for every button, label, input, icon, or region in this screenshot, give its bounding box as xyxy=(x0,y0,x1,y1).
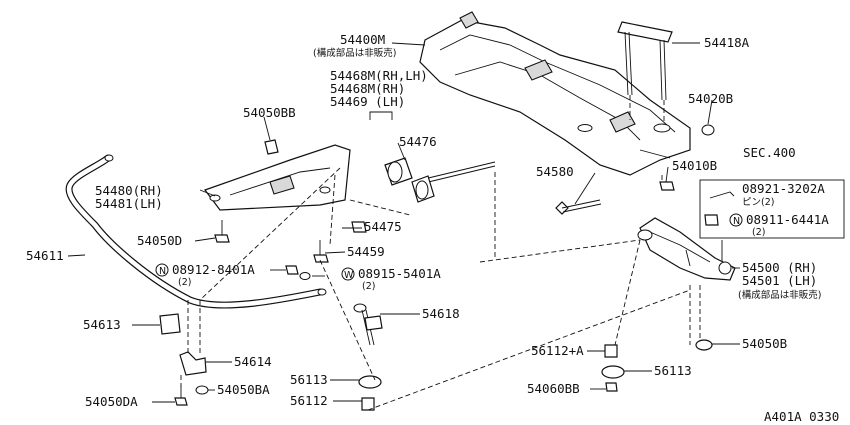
symbol-08911 xyxy=(729,213,743,227)
label-56113-left: 56113 xyxy=(290,372,328,387)
bolt-54050DA xyxy=(174,385,188,406)
collar-56112A xyxy=(604,344,618,358)
label-54050BA: 54050BA xyxy=(217,382,270,397)
label-08912: 08912-8401A xyxy=(172,262,255,277)
label-54468M-rhlh: 54468M(RH,LH) xyxy=(330,68,428,83)
nut-08911 xyxy=(704,214,719,226)
bushing-54050B xyxy=(695,339,713,351)
bolt-54459 xyxy=(313,240,329,263)
label-08911: 08911-6441A xyxy=(746,212,829,227)
label-54060BB: 54060BB xyxy=(527,381,580,396)
symbol-08912 xyxy=(155,263,169,277)
label-54481: 54481(LH) xyxy=(95,196,163,211)
label-54614: 54614 xyxy=(234,354,272,369)
nut-08912 xyxy=(285,265,299,275)
label-08915-sub: (2) xyxy=(362,281,375,292)
label-54613: 54613 xyxy=(83,317,121,332)
nut-54050BA xyxy=(195,385,209,395)
symbol-08912-letter: N xyxy=(159,266,166,277)
bolt-54475 xyxy=(351,221,367,233)
label-54580: 54580 xyxy=(536,164,574,179)
label-54500: 54500 (RH) xyxy=(742,260,817,275)
label-56112: 56112 xyxy=(290,393,328,408)
leader-lines xyxy=(67,42,740,403)
label-54020B: 54020B xyxy=(688,91,733,106)
label-08911-sub: (2) xyxy=(752,227,765,238)
symbol-08915-letter: W xyxy=(344,270,354,281)
note-54400M: (構成部品は非販売) xyxy=(313,47,396,59)
label-08915: 08915-5401A xyxy=(358,266,441,281)
tension-rod xyxy=(369,111,496,203)
symbol-08911-letter: N xyxy=(733,216,740,227)
label-54501: 54501 (LH) xyxy=(742,273,817,288)
label-54459: 54459 xyxy=(347,244,385,259)
label-54611: 54611 xyxy=(26,248,64,263)
label-54476: 54476 xyxy=(399,134,437,149)
label-54480: 54480(RH) xyxy=(95,183,163,198)
bracket-54480 xyxy=(204,144,351,211)
washer-08915 xyxy=(299,272,311,280)
lower-arm xyxy=(637,217,736,281)
bolt-54580 xyxy=(555,199,602,215)
label-sec400: SEC.400 xyxy=(743,145,796,160)
washer-54020B xyxy=(701,124,715,136)
bushing-56113-right xyxy=(601,365,625,379)
label-08912-sub: (2) xyxy=(178,277,191,288)
symbol-08915 xyxy=(341,267,355,281)
bushing-54050BB xyxy=(264,139,279,155)
clamp-54614 xyxy=(179,351,207,376)
nut-54010B xyxy=(659,181,675,191)
label-54618: 54618 xyxy=(422,306,460,321)
figure-reference: A401A 0330 xyxy=(764,409,839,424)
collar-56112 xyxy=(361,397,375,411)
label-54400M: 54400M xyxy=(340,32,385,47)
pin-08921 xyxy=(709,191,735,199)
stabilizer-bar xyxy=(65,154,327,309)
bushing-54613 xyxy=(159,313,181,335)
label-54418A: 54418A xyxy=(704,35,750,50)
suspension-member xyxy=(419,11,691,176)
label-54050B: 54050B xyxy=(742,336,787,351)
bolt-54050D xyxy=(214,220,230,243)
label-54468M-rh: 54468M(RH) xyxy=(330,81,405,96)
label-54050D: 54050D xyxy=(137,233,182,248)
label-54050DA: 54050DA xyxy=(85,394,138,409)
stabilizer-link xyxy=(353,303,383,346)
reference-lines xyxy=(180,167,701,411)
label-54010B: 54010B xyxy=(672,158,717,173)
note-54501: (構成部品は非販売) xyxy=(738,289,821,301)
label-08921: 08921-3202A xyxy=(742,181,825,196)
nut-54060BB xyxy=(605,382,618,392)
label-56113-right: 56113 xyxy=(654,363,692,378)
bracket-54418A xyxy=(617,21,673,125)
bushing-56113-left xyxy=(358,375,382,389)
sec400-box xyxy=(699,179,845,239)
label-54469: 54469 (LH) xyxy=(330,94,405,109)
label-56112A: 56112+A xyxy=(531,343,584,358)
label-08921-sub: ピン(2) xyxy=(742,197,774,208)
label-54475: 54475 xyxy=(364,219,402,234)
label-54050BB: 54050BB xyxy=(243,105,296,120)
